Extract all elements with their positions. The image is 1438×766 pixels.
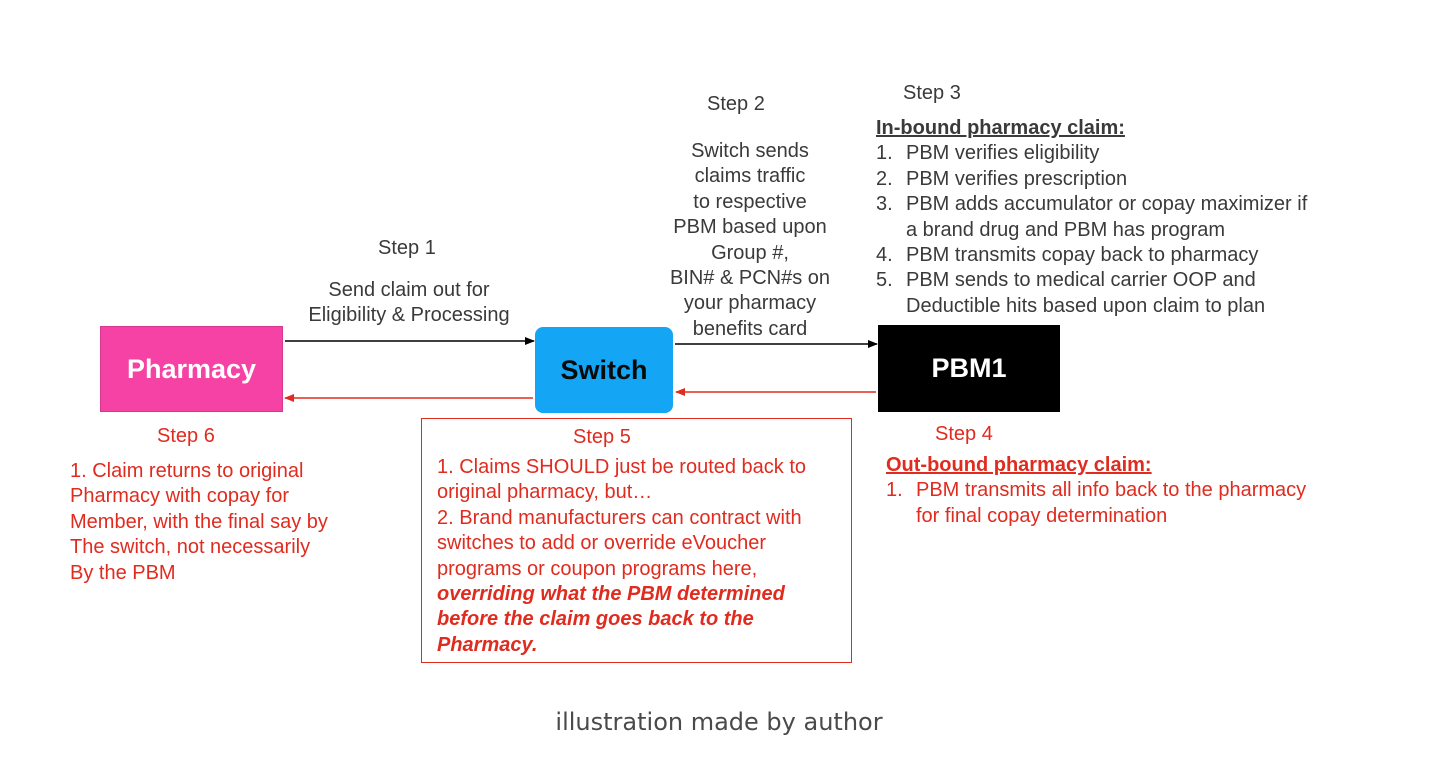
step5-line: original pharmacy, but… (437, 481, 653, 504)
step5-callout-box (421, 418, 852, 663)
step3-item: 2. PBM verifies prescription (876, 167, 1396, 192)
step6-line: Pharmacy with copay for (70, 485, 289, 508)
step1-title: Step 1 (378, 237, 436, 259)
step4-item: 1. PBM transmits all info back to the ph… (886, 478, 1406, 529)
step4-item-line: PBM transmits all info back to the pharm… (916, 479, 1307, 502)
step6-line: The switch, not necessarily (70, 536, 311, 559)
switch-node: Switch (535, 327, 673, 413)
step3-item: 3. PBM adds accumulator or copay maximiz… (876, 192, 1396, 243)
step2-title: Step 2 (707, 93, 765, 115)
step2-description: Switch sends claims traffic to respectiv… (650, 139, 850, 342)
step3-item: 4. PBM transmits copay back to pharmacy (876, 243, 1396, 268)
step3-item-line: a brand drug and PBM has program (906, 218, 1226, 241)
step3-item-line: PBM adds accumulator or copay maximizer … (906, 193, 1308, 216)
step5-emphasis-line: overriding what the PBM determined (437, 583, 785, 606)
step3-item-number: 5. (876, 269, 893, 292)
step5-line: programs or coupon programs here, (437, 557, 758, 580)
step6-title: Step 6 (157, 425, 215, 447)
step3-item: 1. PBM verifies eligibility (876, 141, 1396, 166)
step5-title: Step 5 (573, 426, 631, 448)
step4-title: Step 4 (935, 423, 993, 445)
step5-emphasis-line: before the claim goes back to the (437, 608, 754, 631)
step2-line: Group #, (711, 241, 789, 264)
step3-item: 5. PBM sends to medical carrier OOP and … (876, 268, 1396, 319)
step3-item-line: PBM verifies prescription (906, 167, 1128, 190)
step3-item-number: 1. (876, 142, 893, 165)
step3-item-line: PBM transmits copay back to pharmacy (906, 244, 1259, 267)
step5-description: 1. Claims SHOULD just be routed back to … (437, 455, 847, 658)
step6-line: Member, with the final say by (70, 510, 328, 533)
step5-emphasis-line: Pharmacy. (437, 633, 538, 656)
step3-item-number: 3. (876, 193, 893, 216)
step2-line: your pharmacy (683, 292, 817, 315)
pharmacy-label: Pharmacy (126, 353, 257, 384)
step3-item-line: PBM verifies eligibility (906, 142, 1100, 165)
step4-heading: Out-bound pharmacy claim: (886, 454, 1152, 476)
pbm-label: PBM1 (931, 353, 1007, 383)
step6-description: 1. Claim returns to original Pharmacy wi… (70, 459, 390, 586)
step3-panel: In-bound pharmacy claim: 1. PBM verifies… (876, 116, 1396, 319)
step4-item-line: for final copay determination (916, 504, 1168, 527)
step3-item-line: Deductible hits based upon claim to plan (906, 294, 1266, 317)
step2-line: PBM based upon (673, 216, 827, 239)
figure-caption: illustration made by author (555, 708, 883, 736)
step5-line: switches to add or override eVoucher (437, 532, 767, 555)
step3-item-number: 4. (876, 244, 893, 267)
step6-line: 1. Claim returns to original (70, 460, 304, 482)
step2-line: to respective (693, 190, 807, 213)
step3-title: Step 3 (903, 82, 961, 104)
step2-line: Switch sends (691, 140, 809, 162)
step3-item-line: PBM sends to medical carrier OOP and (906, 269, 1256, 292)
step5-line: 2. Brand manufacturers can contract with (437, 506, 802, 529)
step3-list: 1. PBM verifies eligibility 2. PBM verif… (876, 141, 1396, 319)
step5-line: 1. Claims SHOULD just be routed back to (437, 456, 807, 478)
step3-heading: In-bound pharmacy claim: (876, 117, 1125, 139)
step1-line: Eligibility & Processing (308, 304, 510, 327)
step1-line: Send claim out for (328, 279, 490, 301)
step6-line: By the PBM (70, 561, 176, 584)
step1-description: Send claim out for Eligibility & Process… (290, 278, 528, 329)
pbm-node: PBM1 (878, 325, 1060, 412)
step4-item-number: 1. (886, 479, 903, 502)
step4-list: 1. PBM transmits all info back to the ph… (886, 478, 1406, 529)
step2-line: claims traffic (694, 165, 806, 188)
step4-panel: Out-bound pharmacy claim: 1. PBM transmi… (886, 453, 1406, 529)
pharmacy-node: Pharmacy (100, 326, 283, 412)
step2-line: benefits card (692, 317, 808, 340)
step3-item-number: 2. (876, 167, 893, 190)
step2-line: BIN# & PCN#s on (669, 267, 831, 290)
switch-label: Switch (560, 354, 648, 385)
